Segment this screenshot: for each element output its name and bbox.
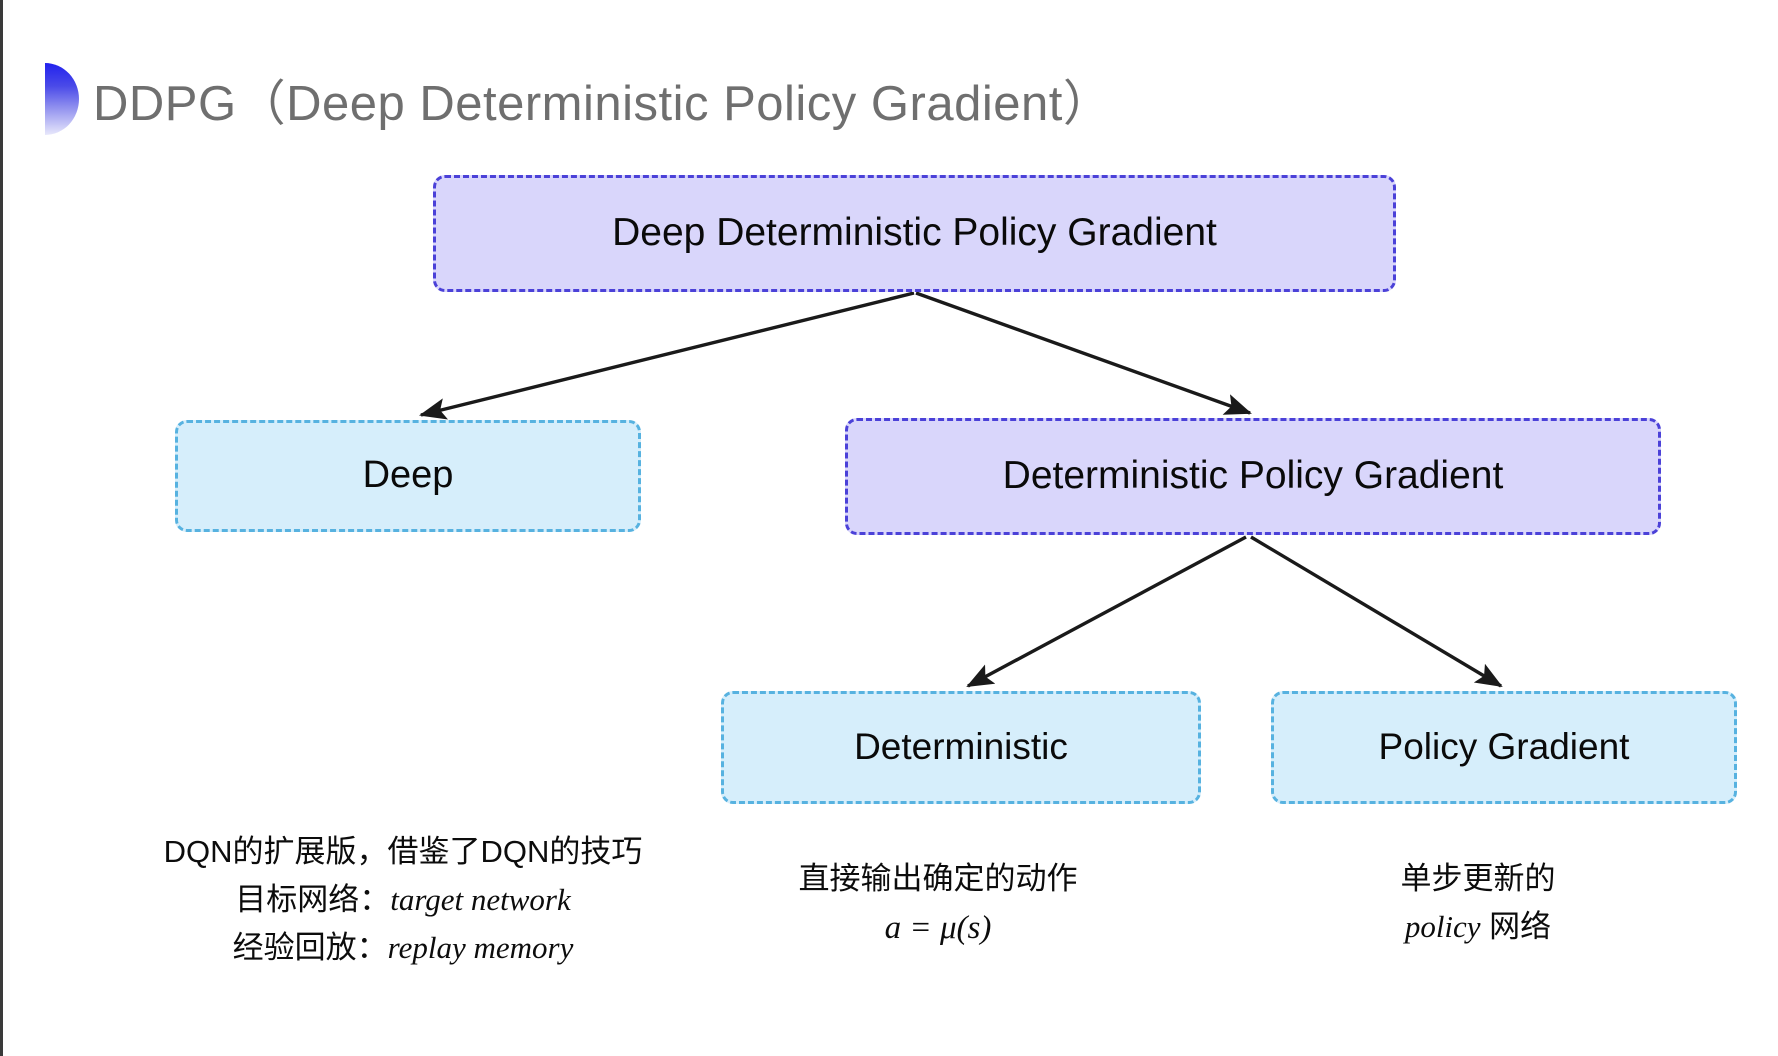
node-deterministic[interactable]: Deterministic (721, 691, 1201, 804)
arrow-ddpg-to-dpg (915, 291, 1252, 415)
node-deep[interactable]: Deep (175, 420, 641, 532)
annotation-deep: DQN的扩展版，借鉴了DQN的技巧 目标网络：target network 经验… (143, 828, 663, 972)
annotation-value: replay memory (387, 930, 574, 966)
node-label: Deterministic (854, 726, 1068, 768)
annotation-value: policy (1404, 909, 1481, 945)
title-bullet-icon (45, 63, 79, 135)
arrow-ddpg-to-deep (419, 291, 915, 420)
annotation-formula: a = μ(s) (884, 910, 992, 947)
arrow-dpg-to-policy-gradient (1250, 535, 1503, 688)
node-label: Policy Gradient (1378, 726, 1630, 768)
node-policy-gradient[interactable]: Policy Gradient (1271, 691, 1737, 804)
title-text: DDPG（Deep Deterministic Policy Gradient） (93, 76, 1113, 131)
node-label: Deterministic Policy Gradient (1002, 454, 1504, 498)
annotation-value: target network (390, 882, 571, 918)
annotation-line: 经验回放：replay memory (143, 924, 663, 972)
arrow-dpg-to-deterministic (966, 535, 1247, 688)
annotation-line: policy 网络 (1328, 903, 1628, 951)
annotation-line: 单步更新的 (1400, 861, 1556, 896)
annotation-deterministic: 直接输出确定的动作 a = μ(s) (773, 855, 1103, 954)
annotation-line: DQN的扩展版，借鉴了DQN的技巧 (163, 834, 643, 869)
node-label: Deep Deterministic Policy Gradient (612, 211, 1217, 255)
annotation-label: 经验回放： (232, 930, 388, 966)
node-deterministic-policy-gradient[interactable]: Deterministic Policy Gradient (845, 418, 1661, 535)
node-label: Deep (362, 454, 454, 497)
annotation-policy-gradient: 单步更新的 policy 网络 (1328, 855, 1628, 951)
node-deep-deterministic-policy-gradient[interactable]: Deep Deterministic Policy Gradient (433, 175, 1396, 292)
annotation-suffix: 网络 (1480, 909, 1552, 945)
annotation-line: 目标网络：target network (143, 876, 663, 924)
annotation-line: 直接输出确定的动作 (798, 861, 1078, 896)
page-title: DDPG（Deep Deterministic Policy Gradient） (45, 60, 1112, 138)
annotation-label: 目标网络： (235, 882, 391, 918)
